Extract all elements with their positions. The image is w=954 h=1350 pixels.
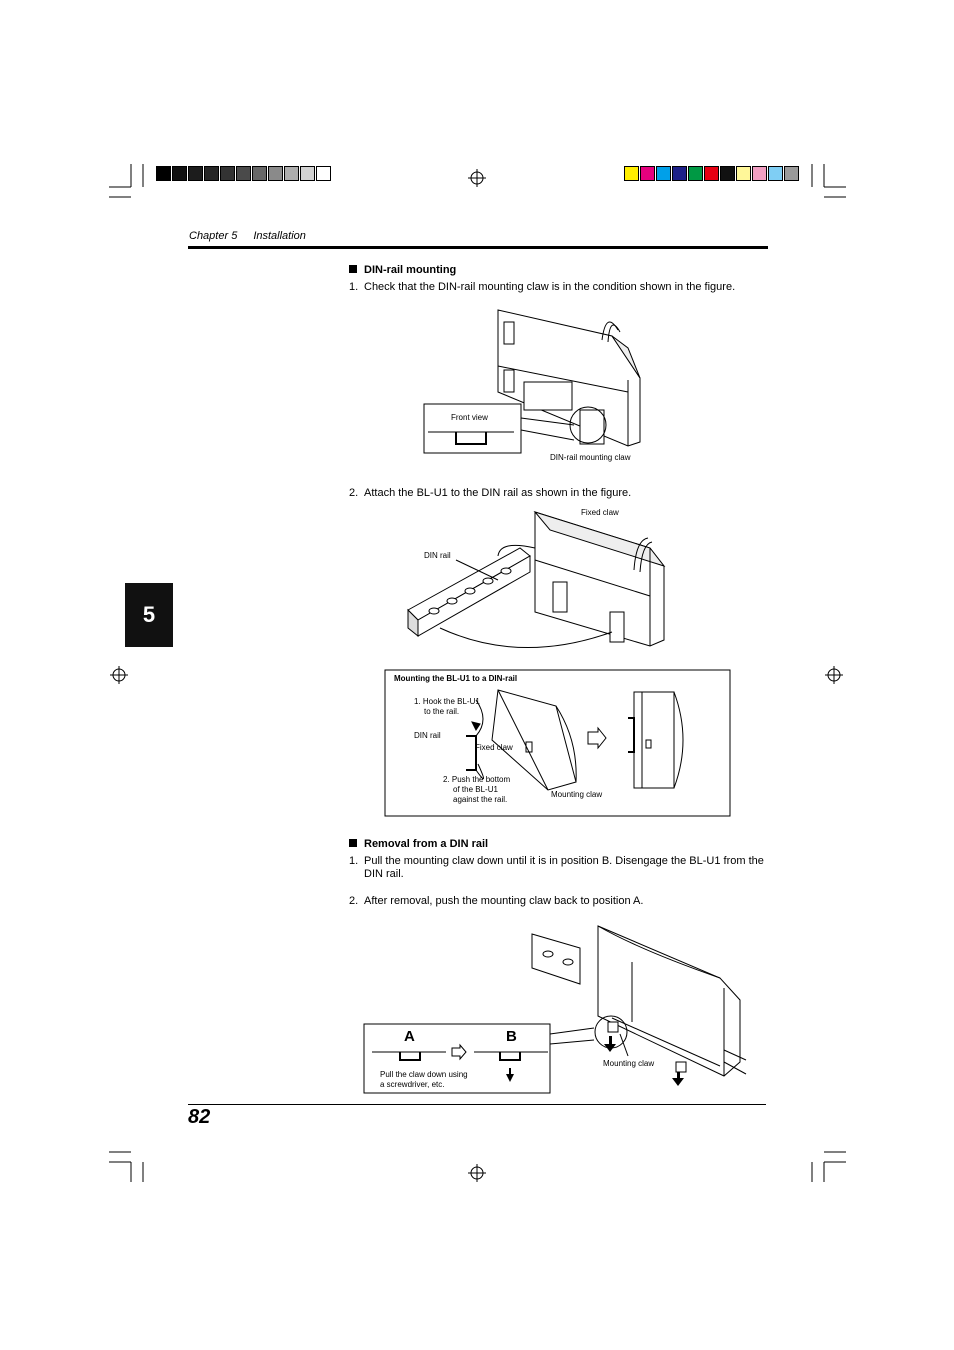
header-rule [188,246,768,249]
square-bullet-icon [349,265,357,273]
din-step-2: 2. Attach the BL-U1 to the DIN rail as s… [349,487,632,499]
color-swatch [300,166,315,181]
color-swatch [220,166,235,181]
hook-step-label: 1. Hook the BL-U1 to the rail. [414,697,480,716]
chapter-tab: 5 [125,583,173,647]
color-swatch [688,166,703,181]
color-swatch [624,166,639,181]
position-a-label: A [404,1028,415,1045]
front-view-inset [423,403,522,454]
din-step-1: 1. Check that the DIN-rail mounting claw… [349,281,736,293]
box-mounting-claw-label: Mounting claw [551,790,603,799]
fixed-claw-label: Fixed claw [581,508,619,517]
pull-claw-label: Pull the claw down using a screwdriver, … [380,1070,468,1089]
square-bullet-icon [349,839,357,847]
color-swatch [268,166,283,181]
color-swatch [156,166,171,181]
color-swatch [752,166,767,181]
down-arrows [506,1036,684,1086]
removal-step-2: 2. After removal, push the mounting claw… [349,895,644,907]
chapter-title: Installation [253,230,306,242]
color-swatch [672,166,687,181]
color-swatch [172,166,187,181]
color-swatch [784,166,799,181]
running-header: Chapter 5 Installation [189,230,322,242]
color-swatch [188,166,203,181]
color-swatch [656,166,671,181]
color-swatch [284,166,299,181]
color-swatch [204,166,219,181]
color-swatch [640,166,655,181]
color-swatch [316,166,331,181]
box-fixed-claw-label: Fixed claw [475,743,513,752]
mounting-box-title: Mounting the BL-U1 to a DIN-rail [394,674,518,683]
process-color-bar [624,166,800,182]
chapter-label: Chapter 5 [189,230,238,242]
din-rail-label: DIN rail [424,551,451,560]
color-swatch [768,166,783,181]
removal-inset [363,1023,629,1094]
removal-heading: Removal from a DIN rail [349,838,488,850]
color-swatch [720,166,735,181]
figure-removal [531,925,747,1077]
mounting-box-figure [384,669,731,817]
removal-step-1: 1. Pull the mounting claw down until it … [349,855,764,880]
box-din-rail-label: DIN rail [414,731,441,740]
din-mounting-heading: DIN-rail mounting [349,264,456,276]
position-b-label: B [506,1028,517,1045]
color-swatch [236,166,251,181]
color-swatch [252,166,267,181]
color-swatch [736,166,751,181]
din-claw-label: DIN-rail mounting claw [550,453,631,462]
registration-targets [110,169,843,1182]
figure-unit-claw [497,309,641,447]
figure-attach-rail [407,511,666,648]
footer-rule [188,1104,766,1105]
push-step-label: 2. Push the bottom of the BL-U1 against … [443,775,511,804]
page-number: 82 [188,1106,211,1128]
front-view-label: Front view [451,413,488,422]
color-swatch [704,166,719,181]
removal-mounting-claw-label: Mounting claw [603,1059,655,1068]
grayscale-color-bar [156,166,332,182]
